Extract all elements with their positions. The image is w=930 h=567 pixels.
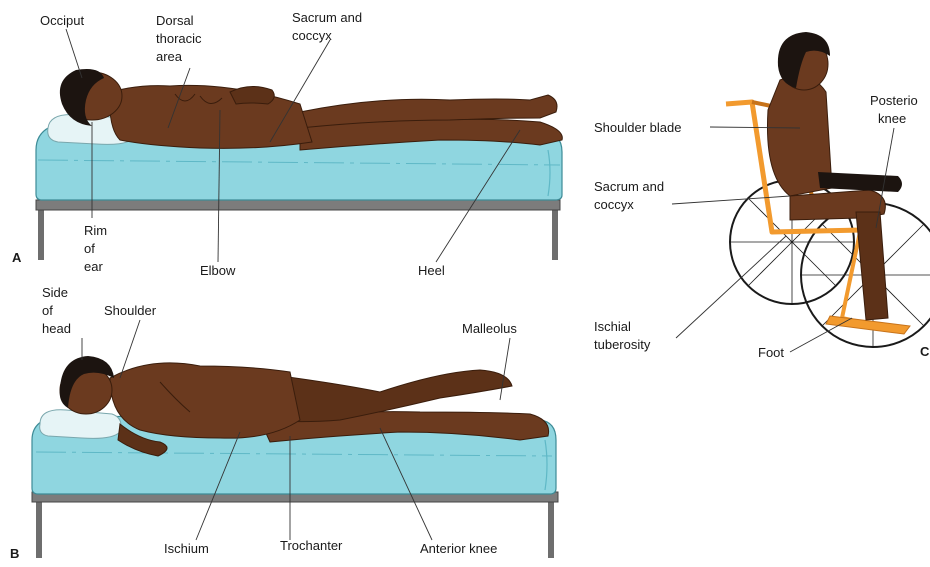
- label-sacrum-a-2: coccyx: [292, 27, 332, 44]
- label-sacrum-a-1: Sacrum and: [292, 9, 362, 26]
- supine-patient: [60, 69, 562, 150]
- label-sacrum-c-1: Sacrum and: [594, 178, 664, 195]
- label-side-2: of: [42, 302, 53, 319]
- label-shoulder-blade: Shoulder blade: [594, 119, 681, 136]
- label-dorsal-3: area: [156, 48, 182, 65]
- label-elbow: Elbow: [200, 262, 235, 279]
- label-rim-2: of: [84, 240, 95, 257]
- label-rim-3: ear: [84, 258, 103, 275]
- label-sacrum-c-2: coccyx: [594, 196, 634, 213]
- panel-label-a: A: [12, 250, 21, 265]
- label-occiput: Occiput: [40, 12, 84, 29]
- label-ischial-1: Ischial: [594, 318, 631, 335]
- label-dorsal-2: thoracic: [156, 30, 202, 47]
- label-foot: Foot: [758, 344, 784, 361]
- label-trochanter: Trochanter: [280, 537, 342, 554]
- label-shoulder: Shoulder: [104, 302, 156, 319]
- label-heel: Heel: [418, 262, 445, 279]
- label-malleolus: Malleolus: [462, 320, 517, 337]
- label-posterior-1: Posterio: [870, 92, 918, 109]
- label-side-3: head: [42, 320, 71, 337]
- label-side-1: Side: [42, 284, 68, 301]
- label-posterior-2: knee: [878, 110, 906, 127]
- label-ischial-2: tuberosity: [594, 336, 650, 353]
- label-ischium: Ischium: [164, 540, 209, 557]
- label-dorsal-1: Dorsal: [156, 12, 194, 29]
- seated-patient: [767, 32, 902, 320]
- label-rim-1: Rim: [84, 222, 107, 239]
- panel-label-c: C: [920, 344, 929, 359]
- label-anterior-knee: Anterior knee: [420, 540, 497, 557]
- panel-label-b: B: [10, 546, 19, 561]
